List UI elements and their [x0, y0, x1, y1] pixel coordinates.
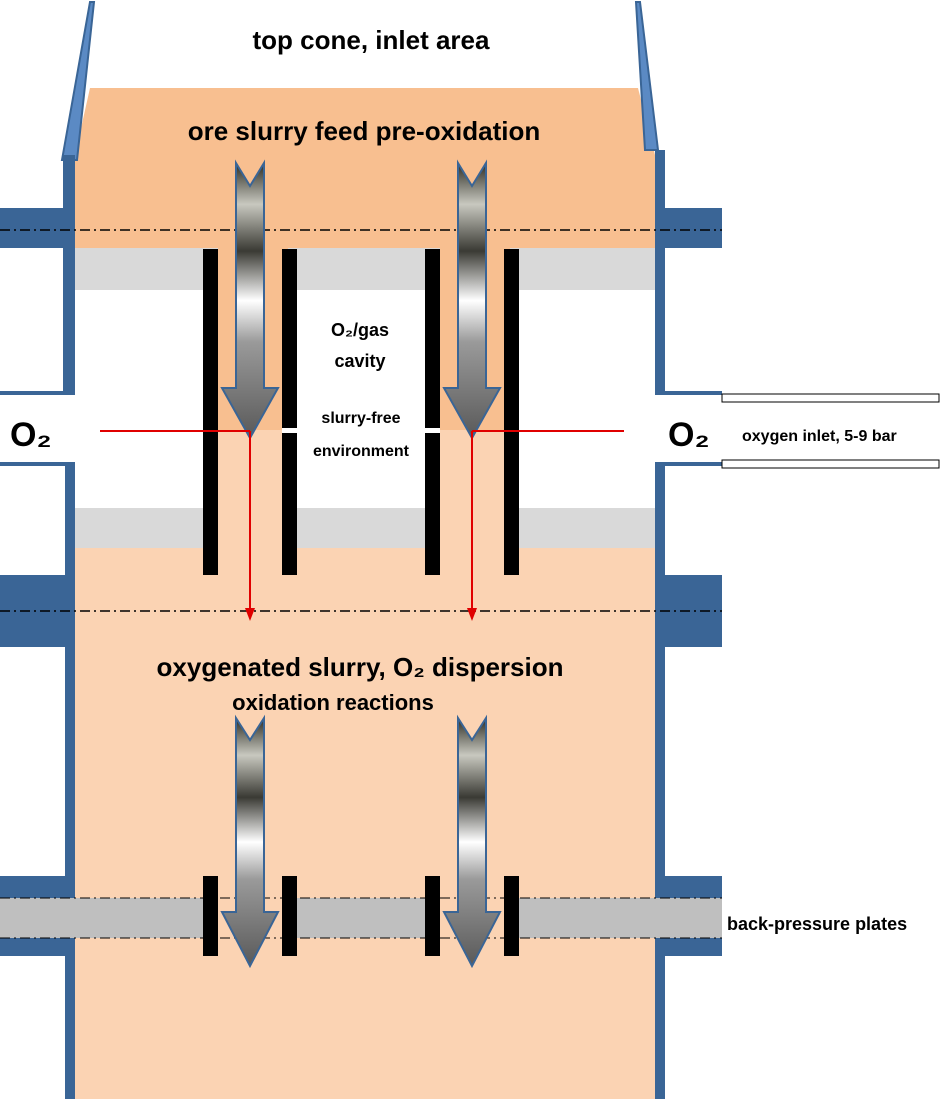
flow-arrow-lower-left: [220, 714, 280, 969]
back-pressure-plate: [0, 898, 720, 938]
flow-arrow-upper-right: [442, 159, 502, 441]
back-plate-tube: [425, 876, 440, 956]
upper-cavity-plate: [75, 248, 655, 290]
oxygen-inlet-pipe-top: [721, 393, 940, 403]
oxygen-inlet-pipe-bottom: [721, 459, 940, 469]
back-plate-tube: [203, 876, 218, 956]
oxygen-inlet-label: oxygen inlet, 5-9 bar: [742, 428, 897, 445]
cavity-label-line1: O₂/gas: [331, 320, 389, 340]
cavity-label-line2: cavity: [334, 351, 385, 371]
oxygen-arrowhead: [467, 608, 477, 621]
oxygen-flow-lines: [100, 430, 624, 612]
tube-wall: [504, 249, 519, 575]
right-wall-lower: [655, 464, 665, 1099]
o2-right-label: O₂: [668, 416, 710, 454]
slurry-free-label-line1: slurry-free: [321, 410, 400, 427]
flow-arrow-lower-right: [442, 714, 502, 969]
tube-wall: [203, 249, 218, 575]
oxidation-reactions-label: oxidation reactions: [232, 690, 434, 715]
left-wall-upper: [65, 155, 75, 393]
flange-top-left: [0, 208, 75, 248]
back-plate-tube: [504, 876, 519, 956]
left-wall-lower: [65, 464, 75, 1099]
lower-slurry-zone: [75, 548, 655, 1099]
right-wall-upper: [655, 150, 665, 393]
left-cone-wall: [60, 0, 96, 161]
back-pressure-label: back-pressure plates: [727, 914, 907, 934]
o2-left-label: O₂: [10, 416, 52, 454]
flow-arrow-upper-left: [220, 159, 280, 441]
tube-wall: [425, 249, 440, 575]
slurry-free-label-line2: environment: [313, 443, 410, 460]
pre-oxidation-label: ore slurry feed pre-oxidation: [188, 116, 541, 146]
lower-cavity-plate: [75, 508, 655, 548]
flange-top-right: [655, 208, 722, 248]
top-slurry-zone: [75, 88, 655, 248]
oxygenated-slurry-label: oxygenated slurry, O₂ dispersion: [157, 652, 564, 682]
tube-wall: [282, 249, 297, 575]
back-plate-tube: [282, 876, 297, 956]
oxygen-arrowhead: [245, 608, 255, 621]
top-cone-label: top cone, inlet area: [253, 25, 490, 55]
